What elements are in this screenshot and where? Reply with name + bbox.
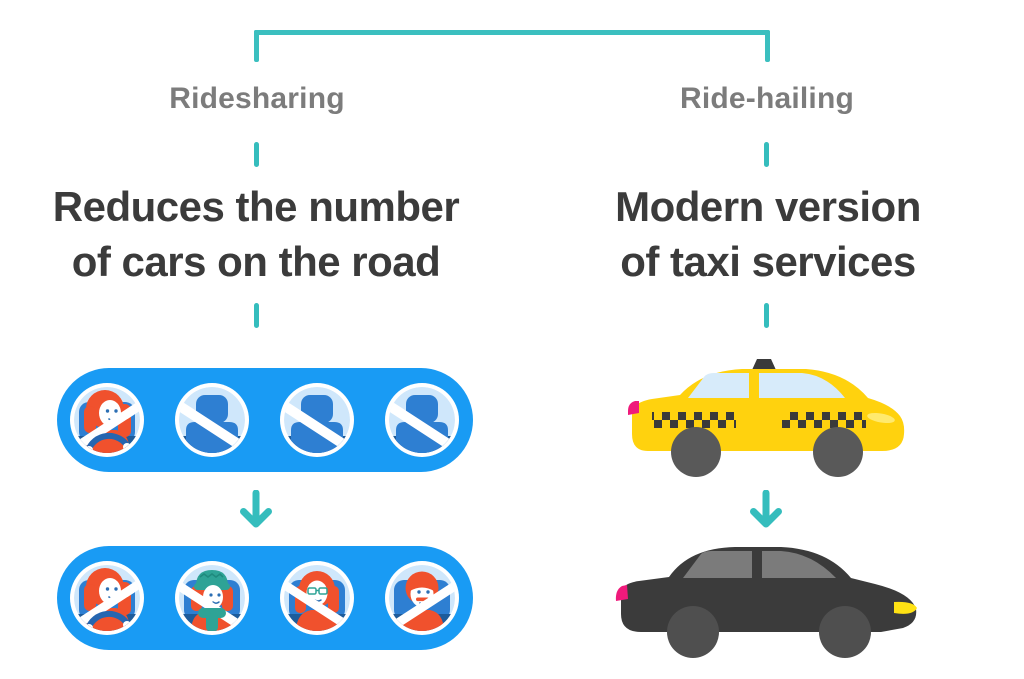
connector-dash bbox=[764, 142, 769, 167]
taxi-taillight bbox=[628, 401, 639, 415]
taxi-headlight bbox=[867, 412, 895, 424]
yellow-taxi-illustration bbox=[628, 359, 905, 477]
bracket-left-leg bbox=[254, 30, 259, 62]
down-arrow-icon bbox=[748, 490, 784, 532]
shared-car-one-driver-illustration bbox=[57, 368, 473, 472]
bracket-right-leg bbox=[765, 30, 770, 62]
connector-dash bbox=[254, 303, 259, 328]
headline-line: of taxi services bbox=[620, 238, 916, 285]
black-car-taillight bbox=[615, 585, 628, 601]
headline-line: of cars on the road bbox=[71, 238, 441, 285]
taxi-roof-sign bbox=[752, 359, 776, 370]
shared-car-four-passengers-illustration bbox=[57, 546, 473, 650]
connector-dash bbox=[254, 142, 259, 167]
ridesharing-headline: Reduces the number of cars on the road bbox=[0, 179, 512, 289]
headline-line: Modern version bbox=[615, 183, 921, 230]
ridesharing-label: Ridesharing bbox=[169, 82, 345, 115]
headline-line: Reduces the number bbox=[52, 183, 460, 230]
black-car-illustration bbox=[615, 547, 917, 658]
black-car-headlight bbox=[894, 601, 917, 614]
bracket-top-line bbox=[254, 30, 770, 35]
ride-hailing-headline: Modern version of taxi services bbox=[520, 179, 1016, 289]
down-arrow-icon bbox=[238, 490, 274, 532]
connector-dash bbox=[764, 303, 769, 328]
ride-hailing-label: Ride-hailing bbox=[679, 82, 855, 115]
